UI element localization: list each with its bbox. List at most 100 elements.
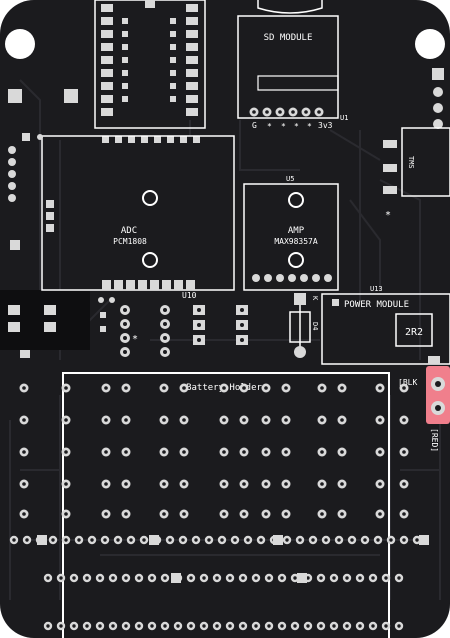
d4-label: D4 xyxy=(311,322,319,330)
pad xyxy=(162,482,166,486)
pad xyxy=(170,70,176,76)
pad xyxy=(59,576,63,580)
pad xyxy=(337,538,341,542)
pad xyxy=(340,482,344,486)
pad xyxy=(320,512,324,516)
pad xyxy=(320,482,324,486)
amp-part: MAX98357A xyxy=(274,237,318,246)
pad xyxy=(145,0,155,8)
pad xyxy=(181,538,185,542)
star-marker: * xyxy=(132,334,138,345)
pad xyxy=(332,624,336,628)
pad xyxy=(340,450,344,454)
pad xyxy=(171,573,181,583)
star-marker: * xyxy=(385,210,391,221)
blk-label: [BLK xyxy=(398,378,417,387)
pad xyxy=(90,538,94,542)
pad xyxy=(306,576,310,580)
k-label: K xyxy=(311,296,319,301)
pad xyxy=(138,280,147,290)
pad xyxy=(104,450,108,454)
pad xyxy=(170,83,176,89)
sd-pin-label: * xyxy=(281,122,286,131)
pad xyxy=(397,576,401,580)
pad xyxy=(193,136,200,143)
battery-connector: [BLK [RED] xyxy=(398,366,450,452)
pad xyxy=(280,576,284,580)
pad xyxy=(358,624,362,628)
pad xyxy=(389,538,393,542)
pad xyxy=(104,512,108,516)
pad xyxy=(306,624,310,628)
power-module-label: POWER MODULE xyxy=(344,300,409,310)
pad xyxy=(170,44,176,50)
pad xyxy=(222,386,226,390)
pad xyxy=(278,110,282,114)
pad xyxy=(264,274,272,282)
pad xyxy=(22,418,26,422)
pad xyxy=(64,512,68,516)
pad xyxy=(293,576,297,580)
sd-pin-label: * xyxy=(294,122,299,131)
pad xyxy=(402,482,406,486)
pad xyxy=(124,450,128,454)
pad xyxy=(273,535,283,545)
pad xyxy=(207,538,211,542)
pad xyxy=(254,624,258,628)
pad xyxy=(182,386,186,390)
pad xyxy=(122,57,128,63)
pad xyxy=(304,110,308,114)
pad xyxy=(220,538,224,542)
pad xyxy=(228,576,232,580)
pad xyxy=(291,110,295,114)
pad xyxy=(340,386,344,390)
pad xyxy=(402,538,406,542)
pad xyxy=(122,83,128,89)
pad xyxy=(350,538,354,542)
pad xyxy=(312,274,320,282)
pad xyxy=(402,512,406,516)
pad xyxy=(378,512,382,516)
pad xyxy=(233,538,237,542)
pad xyxy=(126,280,135,290)
pad xyxy=(72,624,76,628)
pad xyxy=(186,69,198,77)
pad xyxy=(202,624,206,628)
pad xyxy=(104,386,108,390)
pad xyxy=(137,624,141,628)
pad xyxy=(116,538,120,542)
pad xyxy=(186,43,198,51)
pad xyxy=(293,624,297,628)
pad xyxy=(182,482,186,486)
pad xyxy=(186,4,198,12)
u10-label: U10 xyxy=(182,291,197,300)
sd-pin-label: * xyxy=(267,122,272,131)
pad xyxy=(186,17,198,25)
pad xyxy=(242,450,246,454)
pad xyxy=(162,386,166,390)
pad xyxy=(189,576,193,580)
pad xyxy=(154,136,161,143)
pad xyxy=(186,56,198,64)
pad xyxy=(101,17,113,25)
pad xyxy=(186,95,198,103)
pad xyxy=(101,69,113,77)
pad xyxy=(378,386,382,390)
pad xyxy=(8,89,22,103)
pad xyxy=(320,418,324,422)
sd-pin-label: * xyxy=(307,122,312,131)
pad xyxy=(77,538,81,542)
pad xyxy=(12,538,16,542)
pad xyxy=(254,576,258,580)
pad xyxy=(189,624,193,628)
pad xyxy=(64,386,68,390)
pad xyxy=(180,136,187,143)
pad xyxy=(111,576,115,580)
tms-component: TMS xyxy=(383,127,450,197)
pad xyxy=(284,450,288,454)
pad xyxy=(124,512,128,516)
pad xyxy=(128,136,135,143)
pad xyxy=(186,108,198,116)
pad xyxy=(194,538,198,542)
amp-module: U5 AMP MAX98357A xyxy=(243,175,339,291)
